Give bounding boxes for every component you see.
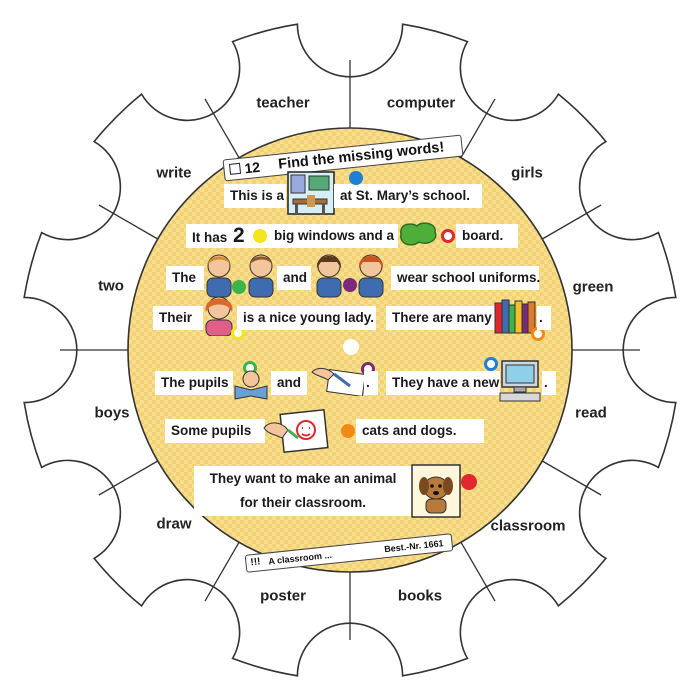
purple-dot	[343, 278, 357, 292]
dog-poster-icon	[411, 464, 461, 518]
girls-picture-icon	[316, 254, 384, 298]
reading-picture-icon	[234, 370, 268, 400]
green-board-icon	[400, 222, 437, 246]
blue-dot	[349, 171, 363, 185]
answer-word-draw: draw	[156, 515, 192, 533]
classroom-picture-icon	[287, 171, 335, 215]
answer-word-green: green	[572, 278, 614, 296]
segment-divider-line	[98, 460, 159, 496]
sentence-5-end: .	[537, 306, 551, 330]
sentence-1-end: at St. Mary’s school.	[334, 184, 482, 208]
segment-divider-line	[541, 460, 602, 496]
sentence-2-middle: big windows and a	[268, 224, 398, 248]
sentence-6-and: and	[271, 371, 307, 395]
answer-word-classroom: classroom	[490, 517, 566, 535]
sentence-3-start: The	[166, 266, 204, 290]
sentence-6-start: The pupils	[155, 371, 233, 395]
number-two: 2	[233, 224, 245, 247]
segment-divider-line	[541, 204, 602, 240]
answer-word-teacher: teacher	[256, 94, 310, 112]
answer-word-boys: boys	[94, 404, 130, 422]
segment-divider-line	[460, 541, 496, 602]
sentence-8-end: cats and dogs.	[356, 419, 484, 443]
checkbox-icon	[228, 162, 242, 175]
sentence-9-line-1: They want to make an animal	[209, 471, 397, 486]
answer-word-girls: girls	[511, 164, 543, 182]
drawing-picture-icon	[263, 408, 329, 454]
sentence-4-end: is a nice young lady.	[237, 306, 376, 330]
sentence-5-start: There are many	[386, 306, 496, 330]
sentence-7-end: .	[542, 371, 556, 395]
answer-word-poster: poster	[260, 587, 306, 605]
sentence-4-start: Their	[153, 306, 203, 330]
answer-word-computer: computer	[386, 94, 456, 112]
title-number: 12	[243, 158, 261, 177]
segment-divider-line	[98, 204, 159, 240]
writing-picture-icon	[311, 367, 366, 396]
answer-word-write: write	[156, 164, 192, 182]
answer-word-read: read	[575, 404, 607, 422]
books-picture-icon	[494, 299, 536, 334]
sentence-9-line-2: for their classroom.	[239, 495, 367, 510]
footer-logo-icon: !!!	[249, 556, 262, 569]
orange-dot	[341, 424, 355, 438]
segment-divider-line	[460, 98, 496, 159]
boys-picture-icon	[206, 254, 274, 298]
green-dot	[232, 280, 246, 294]
segment-divider-line	[204, 541, 240, 602]
sentence-6-end: .	[364, 371, 378, 395]
sentence-2-end: board.	[456, 224, 518, 248]
teacher-picture-icon	[205, 296, 233, 336]
answer-word-two: two	[98, 277, 124, 295]
sentence-8-start: Some pupils	[165, 419, 265, 443]
red-ring	[441, 229, 455, 243]
computer-picture-icon	[499, 360, 541, 402]
segment-divider-line	[204, 98, 240, 159]
sentence-3-end: wear school uniforms.	[391, 266, 540, 290]
sentence-3-and: and	[277, 266, 311, 290]
center-white-dot	[343, 339, 359, 355]
answer-word-books: books	[397, 587, 443, 605]
sentence-9: They want to make an animal for their cl…	[194, 466, 412, 516]
sentence-1-start: This is a	[224, 184, 286, 208]
blue-ring	[484, 357, 498, 371]
sentence-7-start: They have a new	[386, 371, 500, 395]
yellow-dot	[253, 229, 267, 243]
red-dot	[461, 474, 477, 490]
